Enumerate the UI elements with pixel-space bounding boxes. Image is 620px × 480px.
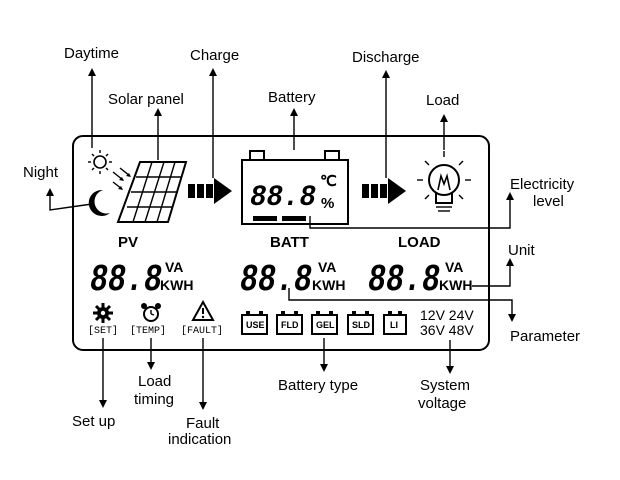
- voltage-row-1: 12V 24V: [420, 307, 474, 323]
- charge-arrow-icon: [188, 178, 232, 204]
- charge-callout: Charge: [190, 47, 239, 64]
- electricity-level-callout-line1: Electricity: [510, 176, 575, 193]
- batt-unit-va: VA: [318, 259, 336, 275]
- gear-icon: [93, 303, 113, 323]
- load-timing-callout-line1: Load: [138, 373, 171, 390]
- solar-panel-icon: [116, 161, 188, 223]
- unit-callout: Unit: [508, 242, 536, 259]
- battery-type-badge: LI: [383, 311, 407, 335]
- load-unit-va: VA: [445, 259, 463, 275]
- parameter-leader: [288, 288, 516, 322]
- load-timing-callout-line2: timing: [134, 391, 174, 408]
- solar-panel-callout: Solar panel: [108, 91, 184, 108]
- system-voltage-callout-line1: System: [420, 377, 470, 394]
- lightbulb-icon: [417, 151, 471, 212]
- set-up-callout: Set up: [72, 413, 115, 430]
- battery-type-badge: SLD: [347, 311, 374, 335]
- battery-type-li: LI: [390, 320, 398, 330]
- night-callout: Night: [23, 164, 59, 181]
- battery-callout: Battery: [268, 89, 316, 106]
- battery-type-fld: FLD: [281, 320, 299, 330]
- battery-level-digits: 88.8: [250, 181, 316, 215]
- system-voltage-callout-line2: voltage: [418, 395, 466, 412]
- battery-type-callout: Battery type: [278, 377, 358, 394]
- alarm-clock-icon: [141, 303, 161, 322]
- load-unit-kwh: KWH: [439, 277, 472, 293]
- battery-type-badge: FLD: [276, 311, 303, 335]
- electricity-level-callout-line2: level: [533, 193, 564, 210]
- set-tag: [SET]: [88, 325, 118, 337]
- batt-label: BATT: [270, 234, 309, 251]
- pv-unit-kwh: KWH: [160, 277, 193, 293]
- load-label: LOAD: [398, 234, 441, 251]
- pv-digits: 88.8: [90, 259, 162, 302]
- discharge-callout: Discharge: [352, 49, 420, 66]
- night-leader: [46, 188, 93, 211]
- battery-type-badge: GEL: [311, 311, 338, 335]
- fault-tag: [FAULT]: [181, 325, 223, 337]
- fault-indication-callout-line1: Fault: [186, 415, 220, 432]
- callout-lines: [46, 68, 516, 410]
- percent-unit: %: [321, 195, 334, 212]
- daytime-callout: Daytime: [64, 45, 119, 62]
- unit-leader: [472, 258, 514, 287]
- battery-icon: [241, 150, 349, 225]
- sunray-arrows-icon: [112, 167, 131, 190]
- temp-tag: [TEMP]: [130, 325, 166, 337]
- battery-type-gel: GEL: [316, 320, 335, 330]
- lcd-panel: [72, 135, 490, 351]
- load-digits: 88.8: [368, 259, 440, 302]
- celsius-unit: ℃: [320, 173, 337, 190]
- battery-type-use: USE: [246, 320, 265, 330]
- parameter-callout: Parameter: [510, 328, 580, 345]
- pv-label: PV: [118, 234, 138, 251]
- pv-unit-va: VA: [165, 259, 183, 275]
- batt-digits: 88.8: [240, 259, 312, 302]
- load-callout: Load: [426, 92, 459, 109]
- fault-indication-callout-line2: indication: [168, 431, 231, 448]
- voltage-row-2: 36V 48V: [420, 322, 474, 338]
- battery-type-sld: SLD: [352, 320, 371, 330]
- batt-unit-kwh: KWH: [312, 277, 345, 293]
- battery-type-badges: USE FLD GEL SLD LI: [241, 311, 407, 335]
- sun-icon: [88, 150, 112, 174]
- discharge-arrow-icon: [362, 178, 406, 204]
- moon-icon: [88, 189, 110, 216]
- battery-type-badge: USE: [241, 311, 268, 335]
- warning-icon: [191, 299, 215, 321]
- electricity-level-leader: [309, 192, 514, 229]
